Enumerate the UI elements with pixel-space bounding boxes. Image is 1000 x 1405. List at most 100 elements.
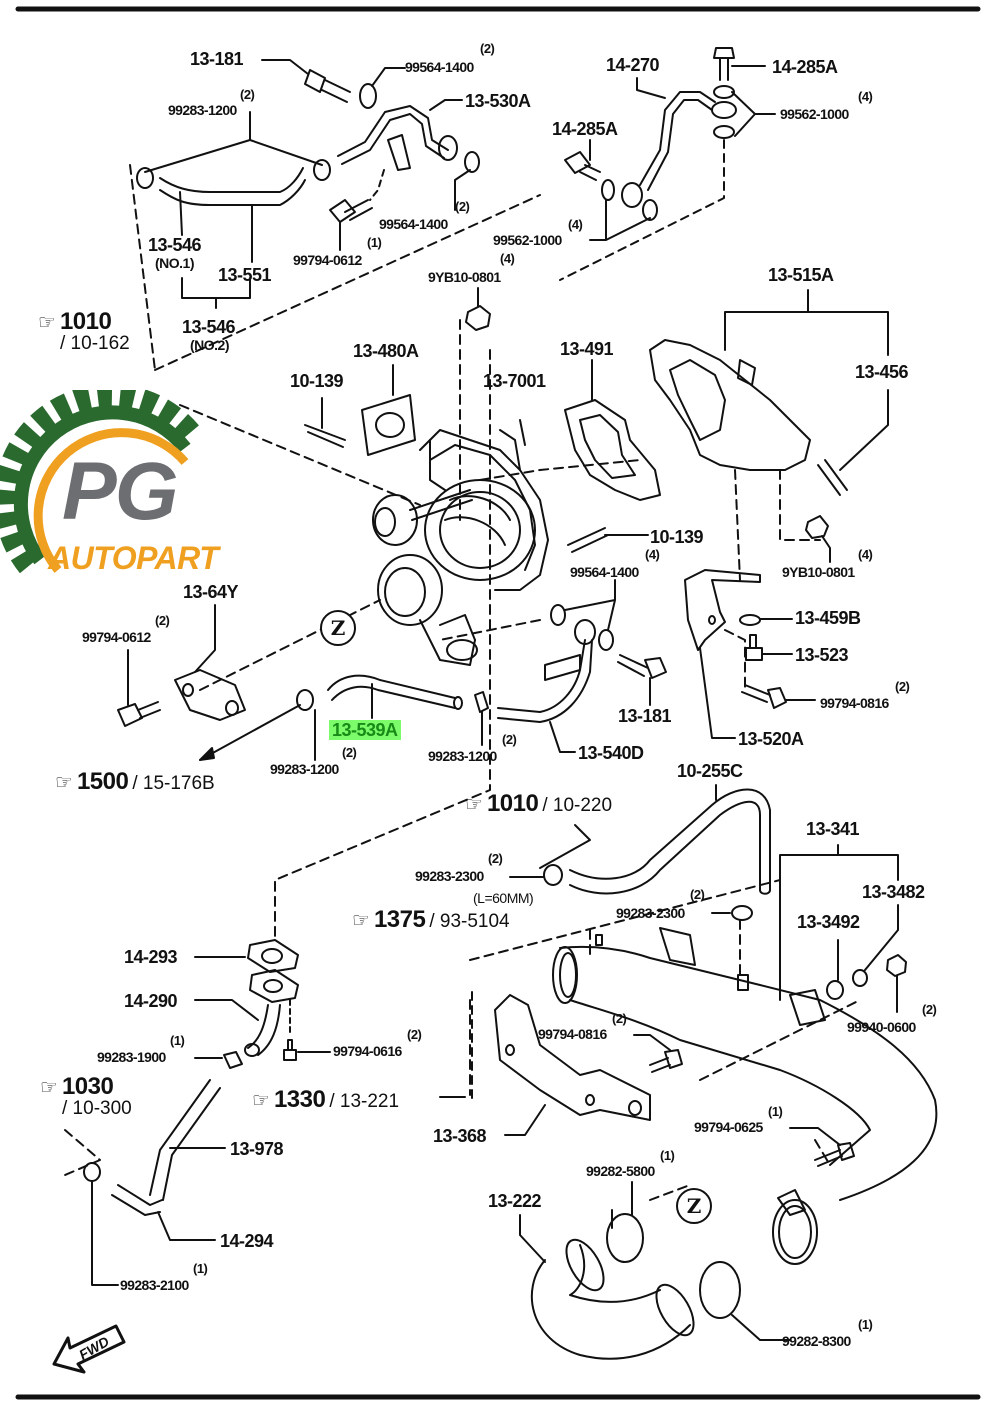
leader-13-546-551 <box>179 191 253 263</box>
clamp-99282-8300 <box>699 1261 741 1319</box>
washer-99564-1400-mid <box>464 151 480 173</box>
label-9YB10-0801-top: 9YB10-0801 <box>428 269 501 285</box>
qty-99283-2300-right: (2) <box>690 887 705 902</box>
label-99562-1000-right: 99562-1000 <box>780 106 849 122</box>
label-13-520A: 13-520A <box>738 729 804 749</box>
label-13-7001: 13-7001 <box>483 371 546 391</box>
label-14-270: 14-270 <box>606 55 660 75</box>
ref-1330-13-221[interactable]: ☞ 1330 / 13-221 <box>252 1088 399 1112</box>
qty-99282-8300: (1) <box>858 1317 873 1332</box>
leader-99562-1000-left <box>589 199 651 241</box>
brand-logo: PG AUTOPART <box>0 383 230 600</box>
leader-13-341 <box>779 844 899 1001</box>
label-99940-0600: 99940-0600 <box>847 1019 916 1035</box>
forward-arrow-icon <box>52 1324 126 1374</box>
label-99564-1400-low: 99564-1400 <box>570 564 639 580</box>
leader-13-515A <box>724 289 889 356</box>
zone-marker-z-upper: Z <box>320 610 356 646</box>
label-99283-1200-lower-left: 99283-1200 <box>270 761 339 777</box>
qty-99794-0625: (1) <box>768 1104 783 1119</box>
qty-99562-1000-right: (4) <box>858 89 873 104</box>
label-13-546-no1: 13-546 <box>148 235 202 255</box>
label-99283-1900: 99283-1900 <box>97 1049 166 1065</box>
ref-1010-10-220[interactable]: ☞ 1010 / 10-220 <box>465 792 612 816</box>
ref-1375-93-5104[interactable]: ☞ 1375 / 93-5104 <box>352 908 510 932</box>
nut-13-3482 <box>852 969 868 987</box>
ref-group: 1010 <box>59 308 112 335</box>
bolt-14-285A-top <box>713 47 735 81</box>
gasket-13-480A <box>361 394 416 456</box>
label-13-546-no2: 13-546 <box>182 317 236 337</box>
ref-1030-10-300[interactable]: ☞ 1030 / 10-300 <box>40 1073 132 1119</box>
label-99794-0625: 99794-0625 <box>694 1119 763 1135</box>
qty-99564-1400-mid: (2) <box>455 199 470 214</box>
nut-9YB10-0801-top <box>465 305 491 331</box>
qty-99564-1400-low: (4) <box>645 547 660 562</box>
label-10-255C: 10-255C <box>677 761 743 781</box>
label-13-539A-highlighted[interactable]: 13-539A <box>329 720 401 740</box>
leader-13-368 <box>504 1104 546 1136</box>
ref-group: 1030 <box>61 1073 114 1100</box>
label-14-293: 14-293 <box>124 947 178 967</box>
clamp-99283-2300-left <box>543 864 563 886</box>
pointing-hand-icon: ☞ <box>55 772 73 794</box>
clamp-99283-1200-left <box>136 167 154 189</box>
qty-99283-1200: (2) <box>240 87 255 102</box>
label-13-540D: 13-540D <box>578 743 644 763</box>
label-13-341: 13-341 <box>806 819 860 839</box>
qty-9YB10-0801-top: (4) <box>500 251 515 266</box>
label-99283-1200-lower-right: 99283-1200 <box>428 748 497 764</box>
leader-13-520A <box>699 647 736 739</box>
qty-99794-0612-left: (2) <box>155 613 170 628</box>
pointing-hand-icon: ☞ <box>38 312 56 334</box>
leader-13-540D <box>549 721 576 753</box>
label-99794-0816-low: 99794-0816 <box>538 1026 607 1042</box>
qty-99562-1000-left: (4) <box>568 217 583 232</box>
label-14-285A-mid: 14-285A <box>552 119 618 139</box>
label-99564-1400: 99564-1400 <box>405 59 474 75</box>
label-13-368: 13-368 <box>433 1126 487 1146</box>
washer-99562-1000-b <box>713 125 735 139</box>
bolt-99794-0625 <box>814 1142 855 1167</box>
label-99564-1400-mid: 99564-1400 <box>379 216 448 232</box>
leader-14-290 <box>194 999 259 1021</box>
leader-13-546-no2 <box>181 277 251 309</box>
leader-13-7001 <box>519 419 526 446</box>
clamp-99283-1200-lower-right <box>474 691 489 713</box>
label-99794-0816-right: 99794-0816 <box>820 695 889 711</box>
label-13-64Y: 13-64Y <box>183 582 239 602</box>
label-99794-0616: 99794-0616 <box>333 1043 402 1059</box>
label-14-285A-top: 14-285A <box>772 57 838 77</box>
label-9YB10-0801-right: 9YB10-0801 <box>782 564 855 580</box>
label-13-551: 13-551 <box>218 265 272 285</box>
banjo-14-270 <box>711 101 737 119</box>
bolt-99794-0612-top <box>329 199 373 223</box>
label-13-546-no1-sub: (NO.1) <box>155 255 195 271</box>
pipe-14-290 <box>244 969 299 1057</box>
leader-14-294 <box>157 1211 216 1241</box>
arrowhead-1500 <box>199 747 215 761</box>
bracket-13-64Y <box>174 669 246 721</box>
washer-99564-1400-top <box>359 83 377 109</box>
label-l-60mm: (L=60MM) <box>473 890 534 906</box>
qty-99940-0600: (2) <box>922 1002 937 1017</box>
ref-page: / 10-162 <box>60 333 130 354</box>
ref-group: 1330 <box>273 1086 326 1113</box>
label-14-290: 14-290 <box>124 991 178 1011</box>
ref-1500-15-176B[interactable]: ☞ 1500 / 15-176B <box>55 770 215 794</box>
clamp-99283-1200-lower-left <box>296 689 314 711</box>
leader-13-181 <box>261 59 309 75</box>
ref-page: / 15-176B <box>132 773 215 794</box>
pipe-flange-outlet <box>772 1199 818 1265</box>
clamp-99283-2300-right <box>731 905 753 921</box>
leader-99794-0625 <box>789 1127 841 1146</box>
label-13-515A: 13-515A <box>768 265 834 285</box>
ref-group: 1500 <box>76 768 129 795</box>
clamp-99283-2100 <box>83 1162 101 1182</box>
ref-1010-10-162[interactable]: ☞ 1010 / 10-162 <box>38 308 130 354</box>
dash-14-270 <box>559 139 725 281</box>
bolt-13-181-low <box>617 654 667 679</box>
washer-99562-1000-d <box>642 199 658 221</box>
